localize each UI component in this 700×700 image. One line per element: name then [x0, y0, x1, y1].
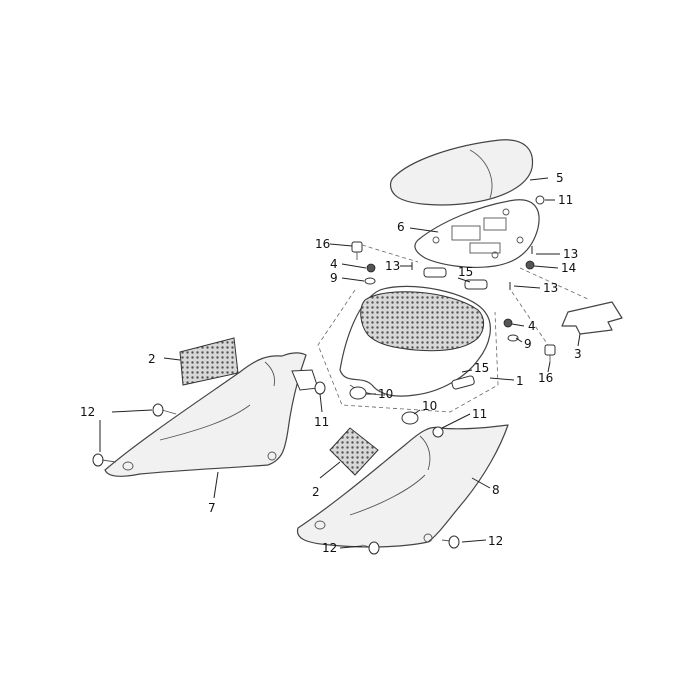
- callout-11: 11: [558, 193, 573, 207]
- callout-12: 12: [80, 405, 95, 419]
- callout-3: 3: [574, 347, 582, 361]
- callout-15: 15: [474, 361, 489, 375]
- leader-lines: [99, 177, 581, 549]
- callout-4: 4: [330, 257, 338, 271]
- callout-9: 9: [330, 271, 338, 285]
- bracket-part: [561, 301, 623, 335]
- rubber-pad-part-lower: [451, 375, 475, 390]
- rider-seat-part: [317, 285, 499, 413]
- callout-6: 6: [397, 220, 405, 234]
- callout-16: 16: [538, 371, 553, 385]
- callout-13: 13: [543, 281, 558, 295]
- callout-2: 2: [312, 485, 320, 499]
- callout-10: 10: [378, 387, 393, 401]
- callout-2: 2: [148, 352, 156, 366]
- callout-8: 8: [492, 483, 500, 497]
- callout-4: 4: [528, 319, 536, 333]
- callout-13: 13: [563, 247, 578, 261]
- callout-5: 5: [556, 171, 564, 185]
- callout-14: 14: [561, 261, 576, 275]
- callout-7: 7: [208, 501, 216, 515]
- callout-9: 9: [524, 337, 532, 351]
- callout-10: 10: [422, 399, 437, 413]
- callout-1: 1: [516, 374, 524, 388]
- right-side-fairing-part: [296, 424, 509, 548]
- callout-11: 11: [472, 407, 487, 421]
- grommet-parts: [349, 386, 419, 425]
- callout-11: 11: [314, 415, 329, 429]
- hardware-parts: [92, 195, 556, 555]
- seat-base-plate-part: [414, 199, 540, 269]
- rubber-pad-part-upper: [423, 267, 488, 290]
- callout-15: 15: [458, 265, 473, 279]
- assembly-guide-lines: [361, 244, 591, 346]
- callout-labels: 1 2 2 3 4 4 5 6 7 8 9 9 10 10 11 11 11 1…: [80, 171, 582, 555]
- passenger-seat-part: [389, 139, 534, 206]
- left-side-fairing-part: [104, 352, 319, 477]
- callout-12: 12: [488, 534, 503, 548]
- callout-16: 16: [315, 237, 330, 251]
- callout-13: 13: [385, 259, 400, 273]
- callout-12: 12: [322, 541, 337, 555]
